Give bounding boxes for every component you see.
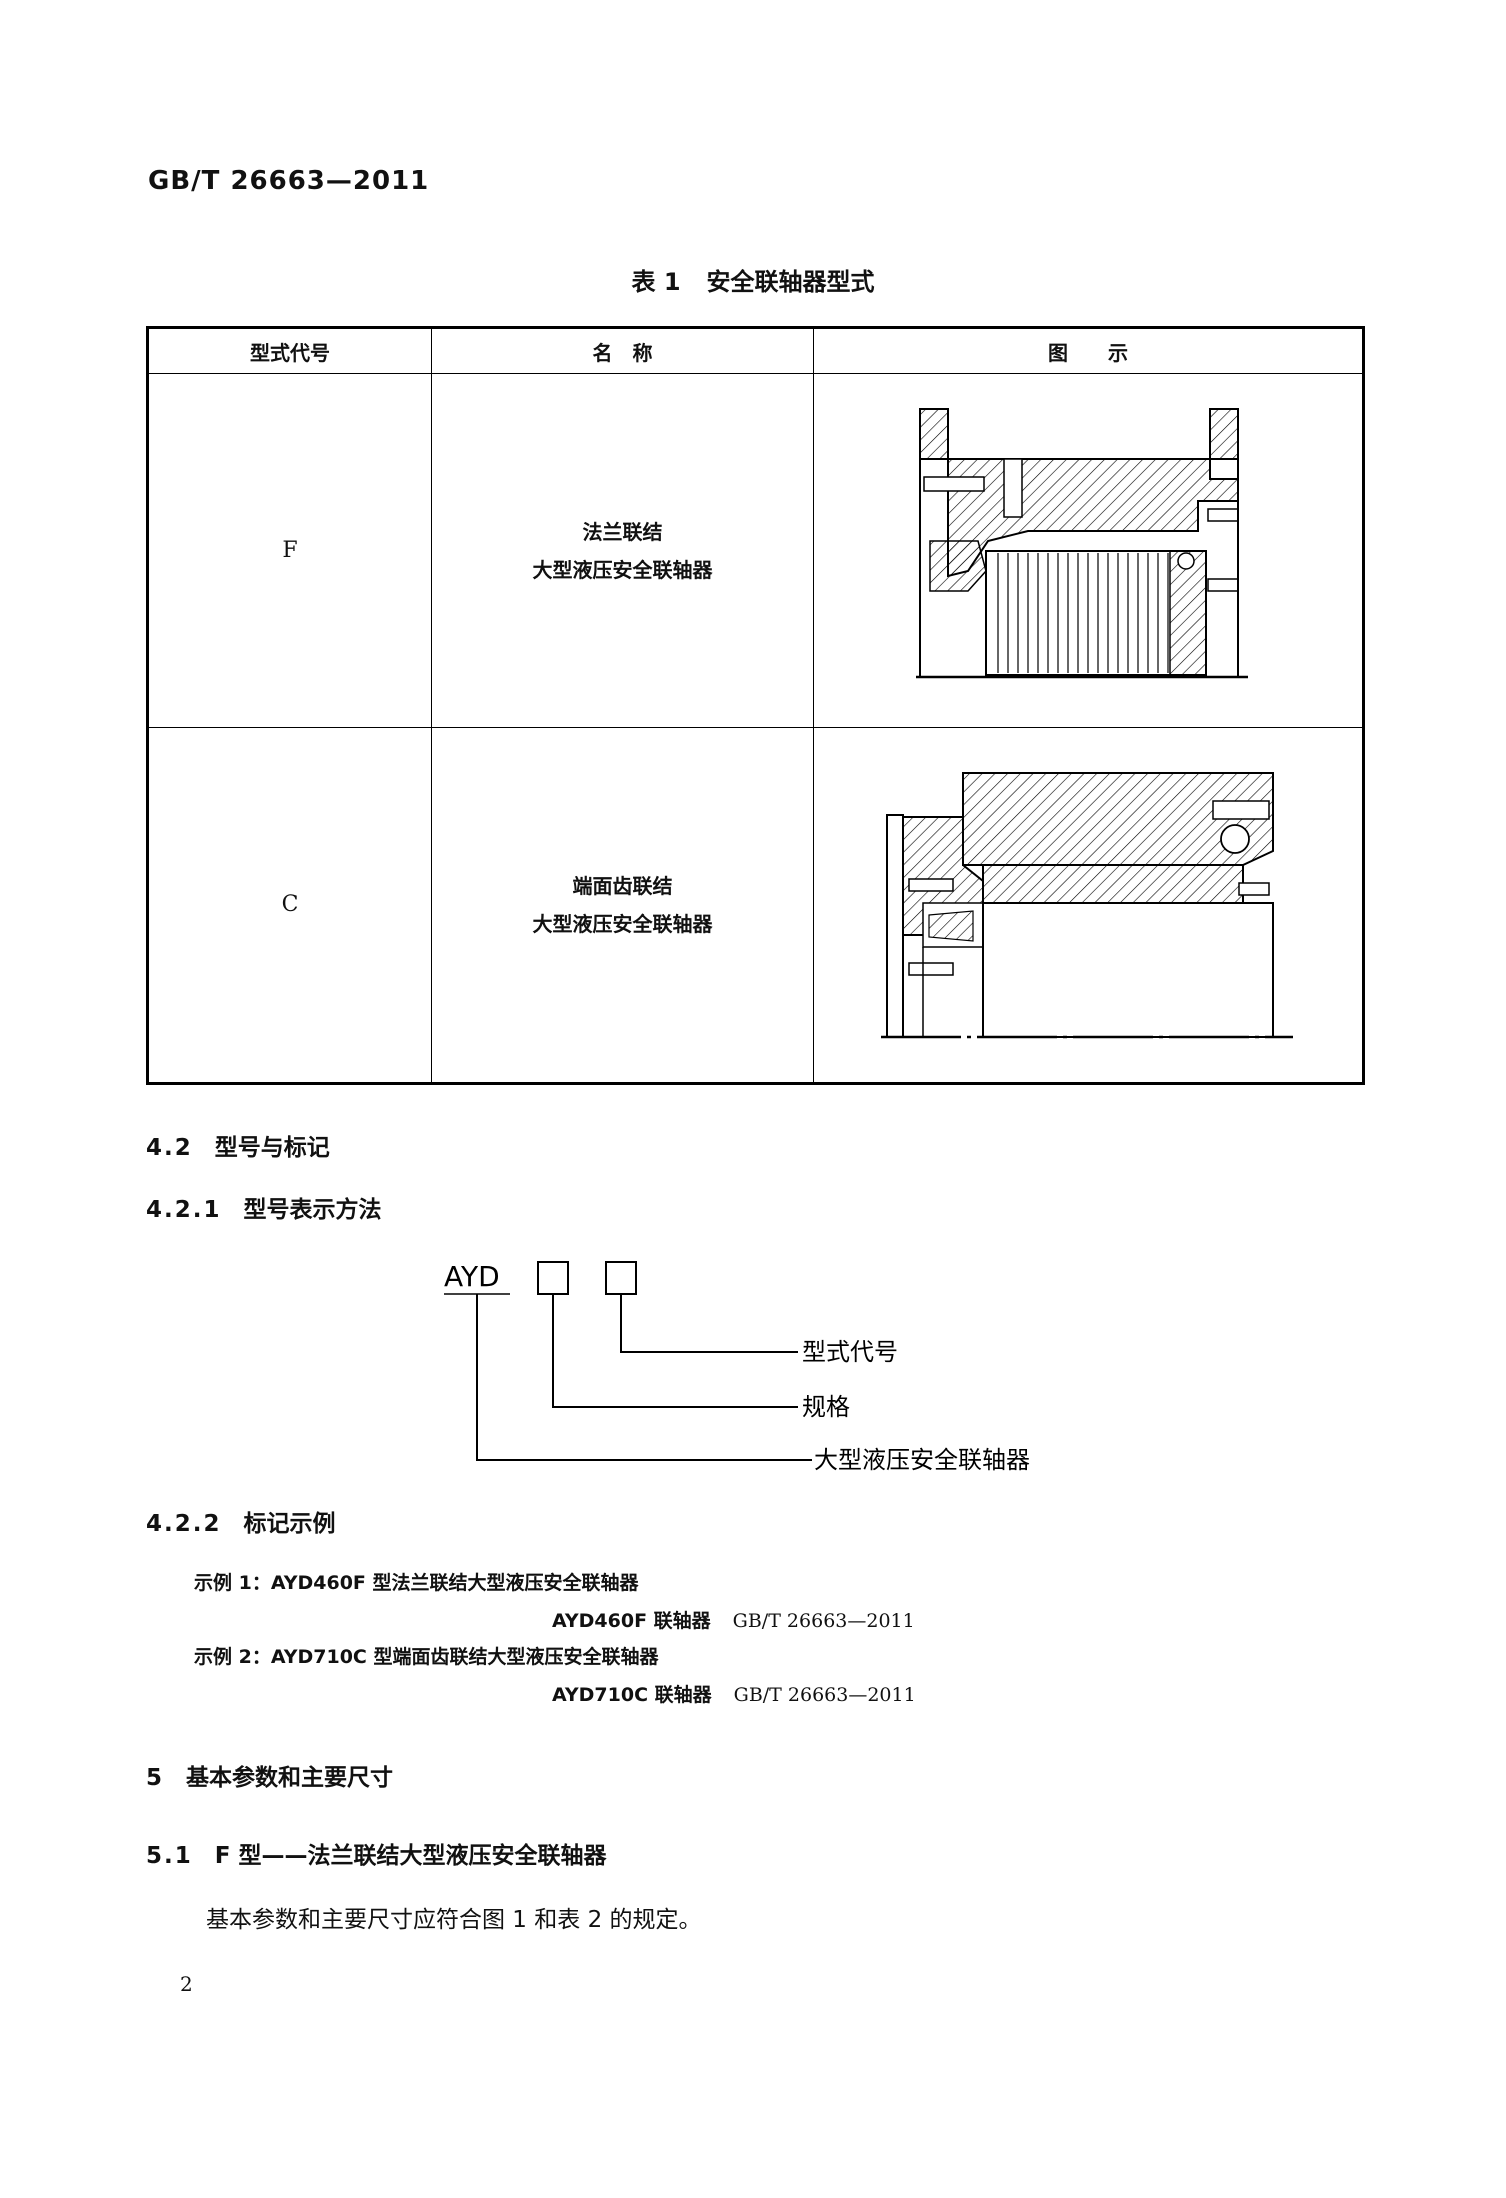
flange-coupling-diagram (916, 407, 1248, 678)
section-heading-5-1: 5.1 F 型——法兰联结大型液压安全联轴器 (146, 1836, 606, 1870)
section-heading-5: 5 基本参数和主要尺寸 (146, 1758, 393, 1792)
column-header-figure: 图 示 (813, 327, 1364, 374)
section-title: 基本参数和主要尺寸 (186, 1765, 394, 1791)
type-name-line2: 大型液压安全联轴器 (532, 912, 713, 936)
table-caption-title: 安全联轴器型式 (706, 268, 875, 296)
standard-code: GB/T 26663—2011 (148, 166, 430, 196)
section-heading-4-2: 4.2 型号与标记 (146, 1128, 330, 1162)
section-title: F 型——法兰联结大型液压安全联轴器 (214, 1843, 607, 1869)
example-2-line: 示例 2：AYD710C 型端面齿联结大型液压安全联轴器 (194, 1642, 658, 1669)
spec-leader (552, 1294, 798, 1408)
type-name-line2: 大型液压安全联轴器 (532, 557, 713, 582)
table-header-row: 型式代号 名 称 图 示 (147, 327, 1364, 374)
section-number: 4.2.1 (146, 1197, 222, 1223)
example-label: 示例 1： (194, 1572, 271, 1594)
section-number: 5 (146, 1765, 165, 1791)
table-caption-number: 表 1 (631, 268, 681, 296)
section-title: 型号与标记 (214, 1135, 330, 1161)
column-header-name: 名 称 (431, 327, 814, 374)
type-name-line1: 端面齿联结 (572, 874, 673, 898)
example-1-marking: AYD460F 联轴器 GB/T 26663—2011 (552, 1606, 915, 1633)
marking-standard: GB/T 26663—2011 (732, 1610, 915, 1632)
section-title: 型号表示方法 (243, 1197, 382, 1223)
name-leader (476, 1294, 812, 1461)
section-number: 4.2 (146, 1135, 193, 1161)
section-title: 标记示例 (243, 1511, 336, 1537)
type-code-cell: C (147, 727, 432, 1084)
type-name-cell: 法兰联结 大型液压安全联轴器 (431, 373, 814, 728)
page-number: 2 (180, 1972, 193, 1996)
type-code-box (605, 1261, 637, 1295)
section-number: 4.2.2 (146, 1511, 222, 1537)
label-spec: 规格 (802, 1393, 850, 1421)
table-row: F 法兰联结 大型液压安全联轴器 (147, 373, 1364, 728)
marking-model: AYD710C 联轴器 (552, 1684, 712, 1706)
example-1-line: 示例 1：AYD460F 型法兰联结大型液压安全联轴器 (194, 1568, 639, 1595)
figure-cell (813, 727, 1364, 1084)
marking-model: AYD460F 联轴器 (552, 1610, 711, 1632)
example-2-marking: AYD710C 联轴器 GB/T 26663—2011 (552, 1680, 916, 1707)
type-code-cell: F (147, 373, 432, 728)
section-heading-4-2-1: 4.2.1 型号表示方法 (146, 1190, 382, 1224)
section-heading-4-2-2: 4.2.2 标记示例 (146, 1504, 336, 1538)
marking-standard: GB/T 26663—2011 (733, 1684, 916, 1706)
model-designation-diagram: AYD 型式代号 规格 大型液压安全联轴器 (444, 1260, 1030, 1474)
face-tooth-coupling-diagram (881, 772, 1293, 1039)
figure-cell (813, 373, 1364, 728)
type-code-leader (620, 1294, 798, 1353)
table-row: C 端面齿联结 大型液压安全联轴器 (147, 727, 1364, 1084)
type-name-cell: 端面齿联结 大型液压安全联轴器 (431, 727, 814, 1084)
label-type-code: 型式代号 (802, 1338, 898, 1366)
paragraph-5-1: 基本参数和主要尺寸应符合图 1 和表 2 的规定。 (206, 1907, 702, 1933)
label-name: 大型液压安全联轴器 (814, 1446, 1030, 1474)
model-prefix: AYD (444, 1260, 500, 1293)
table-caption: 表 1 安全联轴器型式 (0, 262, 1506, 297)
spec-box (537, 1261, 569, 1295)
column-header-type-code: 型式代号 (147, 327, 432, 374)
type-name-line1: 法兰联结 (582, 519, 663, 544)
example-text: AYD460F 型法兰联结大型液压安全联轴器 (270, 1572, 639, 1594)
example-label: 示例 2： (194, 1646, 271, 1668)
coupling-types-table: 型式代号 名 称 图 示 F 法兰联结 大型液压安全联轴器 (146, 326, 1365, 1085)
example-text: AYD710C 型端面齿联结大型液压安全联轴器 (270, 1646, 659, 1668)
section-number: 5.1 (146, 1843, 193, 1869)
